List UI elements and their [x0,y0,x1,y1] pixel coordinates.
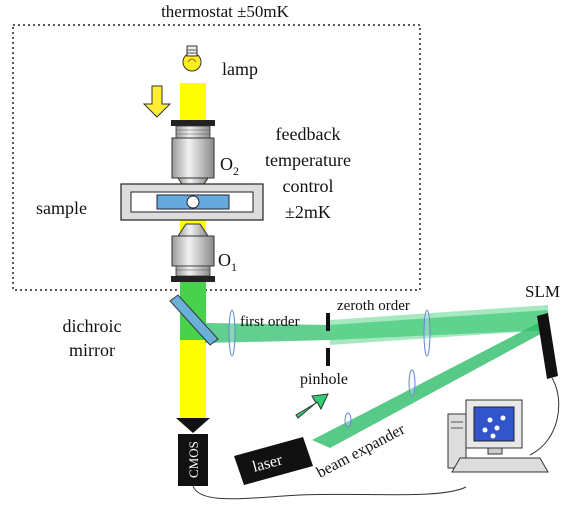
lens-2 [423,309,431,357]
cmos-label: CMOS [186,441,201,478]
down-arrow-icon [142,85,172,118]
lens-3 [408,369,416,397]
sample-holder [120,183,264,221]
lamp-label: lamp [222,59,258,79]
pinhole [326,313,330,366]
zeroth-order-label: zeroth order [337,298,410,314]
lens-1 [228,309,236,357]
first-order-label: first order [240,314,300,330]
thermostat-box [12,24,421,291]
objective-o1 [171,223,215,282]
dichroic-label-1: dichroic [63,316,122,336]
o1-label: O1 [218,250,237,274]
laser-device [234,437,313,485]
slm-label: SLM [525,282,560,301]
sample-label: sample [36,198,87,218]
pinhole-label: pinhole [300,371,348,388]
feedback-label-4: ±2mK [285,202,331,222]
objective-o2 [171,120,215,191]
cmos-camera [176,418,210,486]
green-arrow-icon [295,393,329,419]
slm-device [537,313,558,379]
o2-label: O2 [220,154,239,178]
slm-cable [529,377,560,456]
feedback-label-2: temperature [265,150,351,170]
lightbulb-icon [182,45,202,72]
green-beam-expander [312,318,548,448]
feedback-label-3: control [283,176,334,196]
computer-icon [447,399,549,473]
cmos-cable [192,485,467,500]
feedback-label-1: feedback [276,124,341,144]
thermostat-label: thermostat ±50mK [161,2,290,21]
dichroic-label-2: mirror [69,340,115,360]
green-beam-zeroth-order [330,305,548,345]
lens-4 [344,412,352,428]
dichroic-mirror [169,294,219,346]
